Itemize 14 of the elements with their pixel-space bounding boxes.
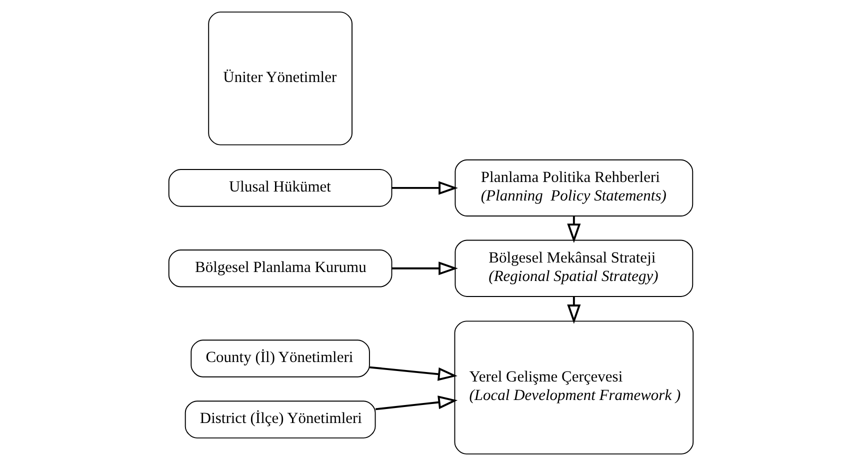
arrow	[391, 262, 458, 276]
node-box: Yerel Gelişme Çerçevesi (Local Development Framework )	[454, 320, 694, 454]
node-box: Üniter Yönetimler	[208, 12, 352, 146]
arrow	[374, 396, 458, 410]
node-box: Planlama Politika Rehberleri (Planning Policy Statements)	[454, 159, 693, 217]
arrow	[391, 181, 458, 195]
node-box: County (İl) Yönetimleri	[190, 340, 370, 378]
node-box: Ulusal Hükümet	[168, 169, 392, 207]
node-box: Bölgesel Planlama Kurumu	[168, 249, 392, 288]
arrow	[369, 366, 457, 381]
arrow	[566, 296, 580, 324]
node-box: District (İlçe) Yönetimleri	[184, 400, 376, 438]
node-box: Bölgesel Mekânsal Strateji (Regional Spatial Strategy)	[454, 240, 693, 297]
arrow	[566, 216, 580, 244]
